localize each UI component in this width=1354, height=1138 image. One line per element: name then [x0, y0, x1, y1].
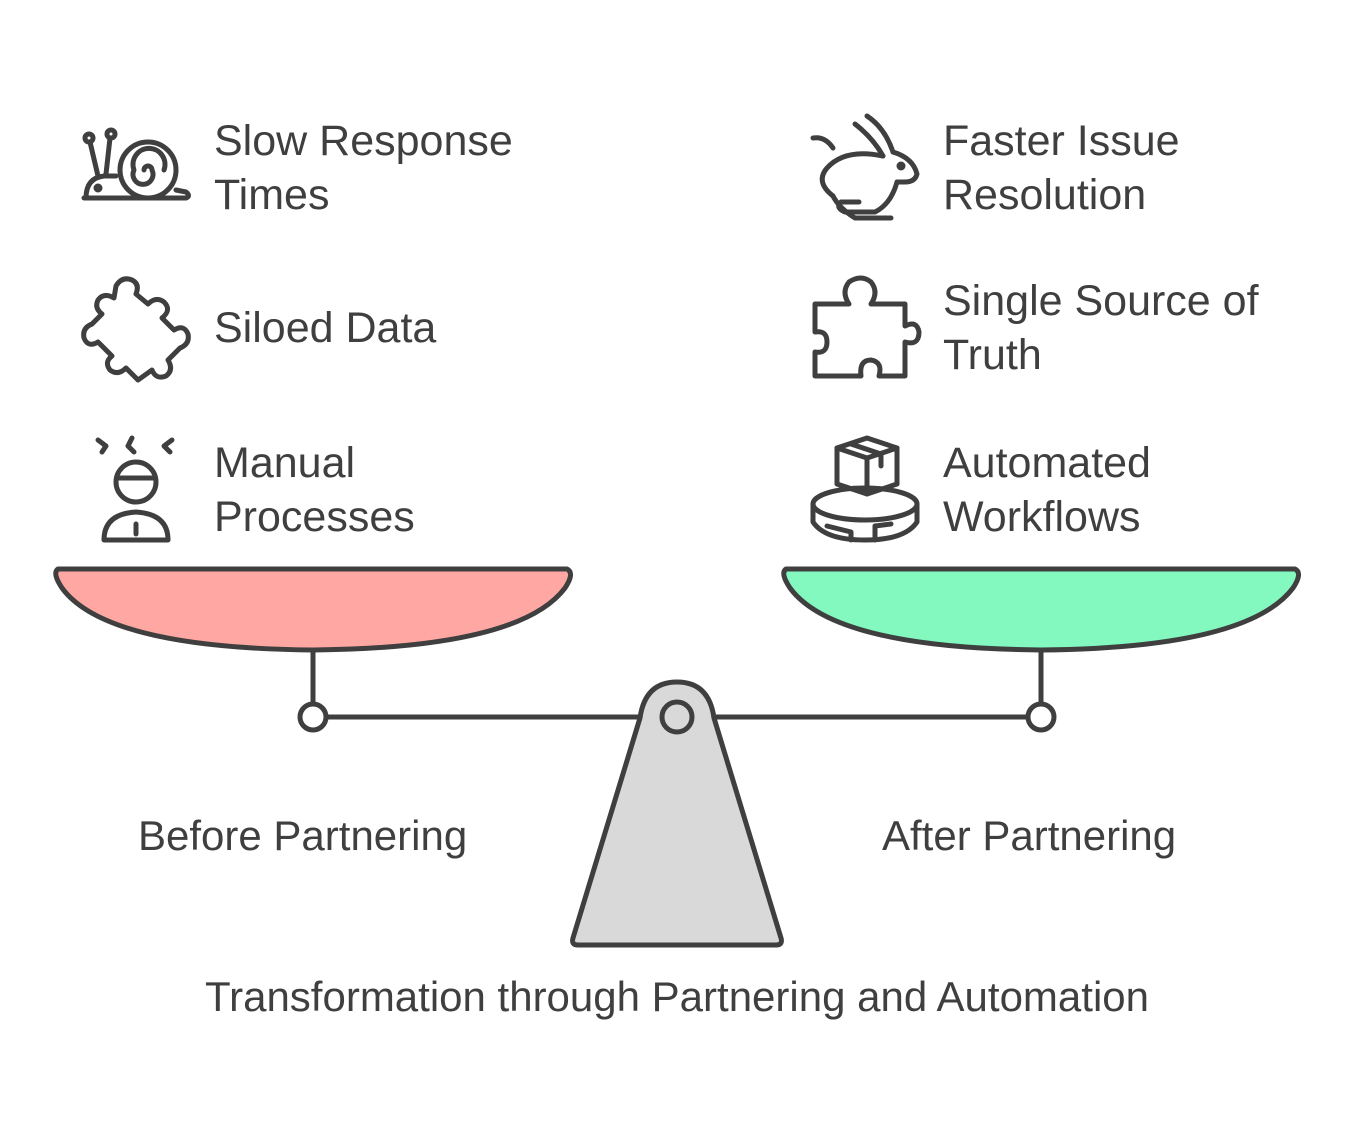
left-item-siloed-data: Siloed Data	[76, 268, 436, 388]
left-item-label: Manual Processes	[214, 439, 415, 541]
left-pan	[53, 566, 573, 653]
left-item-label: Slow Response Times	[214, 117, 513, 219]
diagram-caption: Transformation through Partnering and Au…	[205, 973, 1149, 1020]
fulcrum	[570, 679, 784, 948]
rabbit-icon	[810, 113, 920, 221]
right-item-label: Single Source of Truth	[943, 277, 1259, 379]
puzzle-piece-icon	[812, 275, 922, 379]
left-item-slow-response: Slow Response Times	[76, 108, 513, 228]
left-side-title: Before Partnering	[138, 812, 468, 859]
right-side-title: After Partnering	[882, 812, 1177, 859]
right-item-label: Faster Issue Resolution	[943, 117, 1180, 219]
right-item-automated-workflows: Automated Workflows	[805, 430, 1151, 550]
right-item-single-source: Single Source of Truth	[805, 268, 1259, 388]
right-item-label: Automated Workflows	[943, 439, 1151, 541]
stressed-worker-icon	[95, 435, 175, 543]
right-beam-joint	[1025, 701, 1057, 733]
left-item-label: Siloed Data	[214, 304, 437, 352]
right-item-faster-resolution: Faster Issue Resolution	[805, 108, 1180, 228]
right-pan	[781, 566, 1301, 653]
left-item-manual-processes: Manual Processes	[76, 430, 415, 550]
puzzle-piece-icon	[81, 276, 191, 383]
pivot	[659, 699, 695, 735]
snail-icon	[81, 127, 191, 201]
robot-box-icon	[810, 435, 920, 543]
left-beam-joint	[297, 701, 329, 733]
